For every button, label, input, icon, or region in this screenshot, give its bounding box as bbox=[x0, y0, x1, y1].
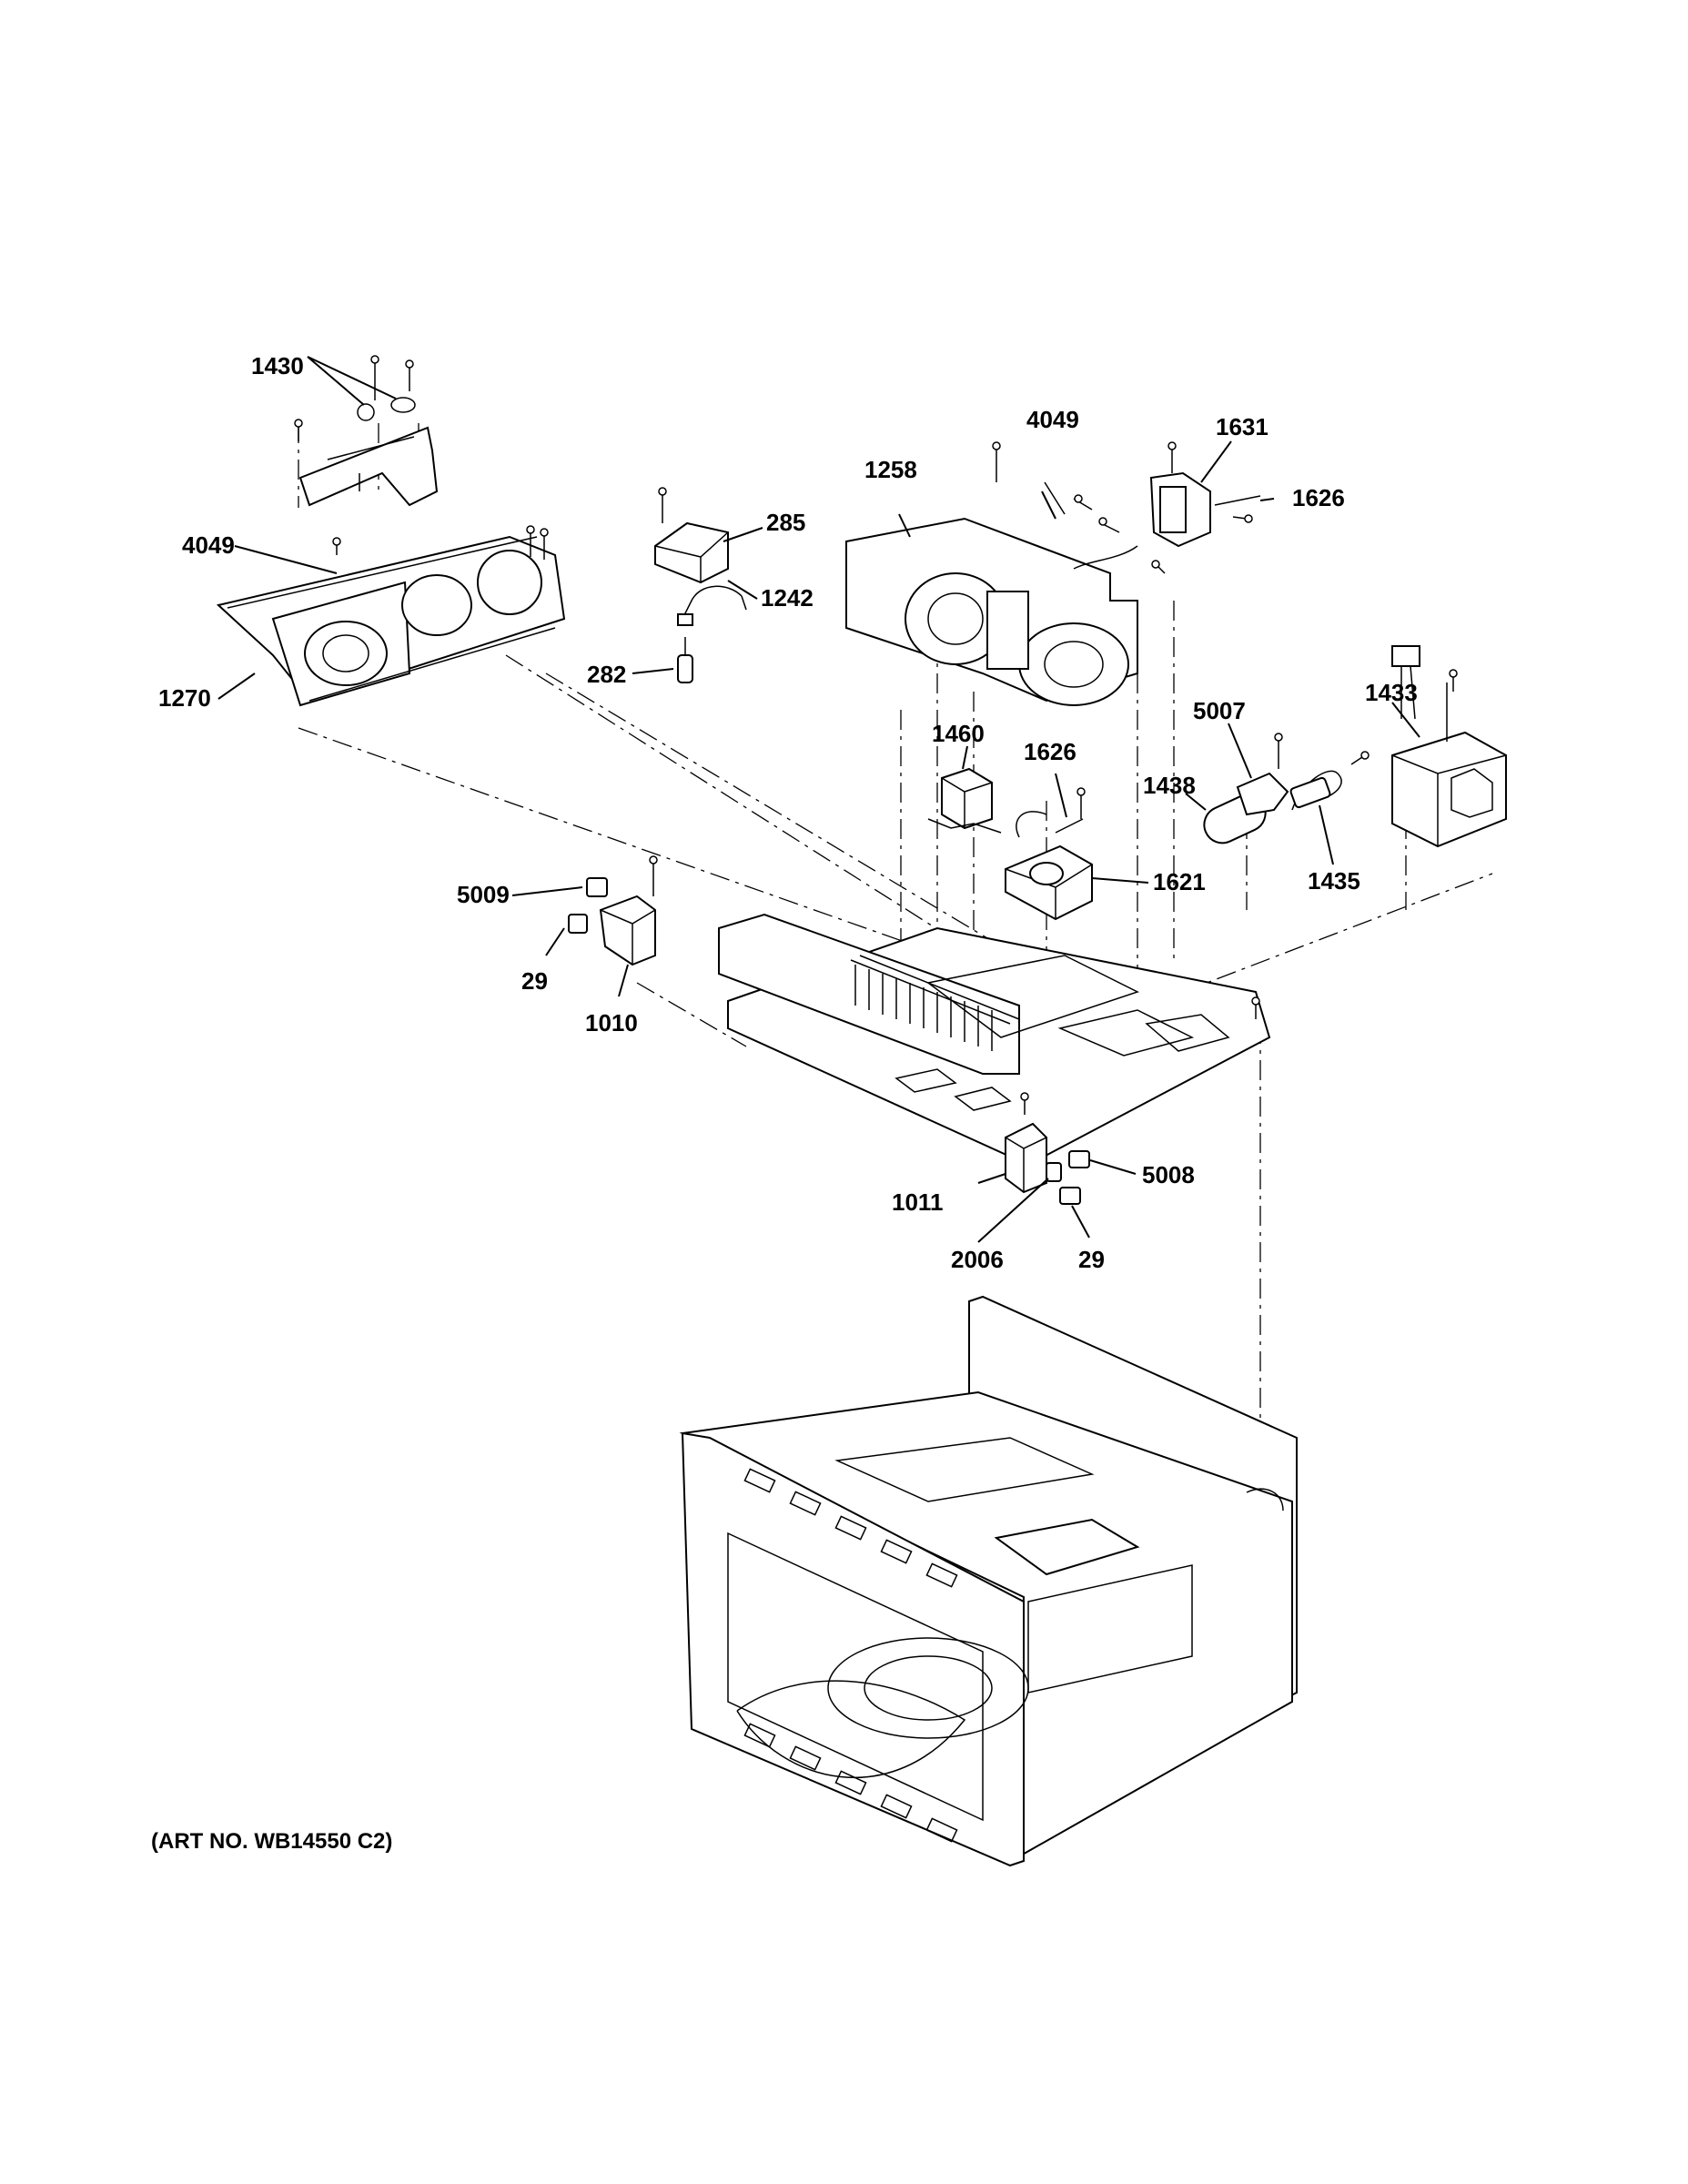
oven-cavity-chassis bbox=[679, 1295, 1298, 1867]
callout-1460: 1460 bbox=[932, 720, 985, 747]
callout-1626-top: 1626 bbox=[1292, 484, 1345, 511]
part-1258-blower-housing bbox=[845, 441, 1166, 706]
callout-1011: 1011 bbox=[892, 1188, 943, 1216]
part-285-cover bbox=[654, 487, 729, 584]
callout-1438: 1438 bbox=[1143, 772, 1196, 799]
part-1631-switch-bracket bbox=[1073, 441, 1211, 570]
part-1433-high-voltage-transformer bbox=[1391, 645, 1507, 848]
callout-285: 285 bbox=[766, 509, 805, 536]
callout-1626-mid: 1626 bbox=[1024, 738, 1076, 765]
callout-4049-right: 4049 bbox=[1026, 406, 1079, 433]
callout-1242: 1242 bbox=[761, 584, 814, 612]
callout-1435: 1435 bbox=[1308, 867, 1360, 895]
part-29-switch-right bbox=[1059, 1187, 1081, 1205]
vent-slots bbox=[854, 965, 993, 1051]
callout-2006: 2006 bbox=[951, 1246, 1004, 1273]
callout-29-right: 29 bbox=[1078, 1246, 1105, 1273]
callout-282: 282 bbox=[587, 661, 626, 688]
callout-5007: 5007 bbox=[1193, 697, 1246, 724]
part-1270-blower-assembly bbox=[216, 525, 566, 707]
part-1242-wire-harness bbox=[677, 585, 747, 626]
part-5009-switch bbox=[586, 877, 608, 897]
part-1011-latch-assembly bbox=[1005, 1122, 1047, 1194]
part-282-lamp bbox=[677, 637, 693, 683]
callout-5009: 5009 bbox=[457, 881, 510, 908]
part-1626-screw-top bbox=[1214, 495, 1261, 523]
part-1435-diode bbox=[1274, 733, 1370, 811]
part-2006-lever bbox=[1046, 1162, 1062, 1182]
callout-labels: 1430 4049 1270 285 1242 282 4049 1258 16… bbox=[158, 352, 1418, 1273]
part-1430-bracket bbox=[294, 355, 439, 507]
top-plate-assembly bbox=[718, 913, 1271, 1167]
callout-1430: 1430 bbox=[251, 352, 304, 379]
part-5008-switch bbox=[1068, 1150, 1090, 1168]
cavity-slots bbox=[743, 1468, 958, 1843]
callout-1258: 1258 bbox=[864, 456, 917, 483]
callout-29-left: 29 bbox=[521, 967, 548, 995]
art-number: (ART NO. WB14550 C2) bbox=[151, 1829, 392, 1854]
callout-1270: 1270 bbox=[158, 684, 211, 712]
part-1626-pin bbox=[1055, 787, 1086, 834]
callout-1433: 1433 bbox=[1365, 679, 1418, 706]
callout-4049-left: 4049 bbox=[182, 531, 235, 559]
part-1460-transformer bbox=[927, 767, 1002, 834]
part-29-switch-left bbox=[568, 914, 588, 934]
leader-lines bbox=[217, 356, 1420, 1243]
part-5007-bracket bbox=[1236, 772, 1289, 816]
part-1010-latch-assembly bbox=[599, 855, 658, 966]
callout-1621: 1621 bbox=[1153, 868, 1206, 895]
part-1621-switch-assembly bbox=[1005, 811, 1093, 921]
callout-1010: 1010 bbox=[585, 1009, 638, 1036]
callout-1631: 1631 bbox=[1216, 413, 1269, 440]
callout-5008: 5008 bbox=[1142, 1161, 1195, 1188]
